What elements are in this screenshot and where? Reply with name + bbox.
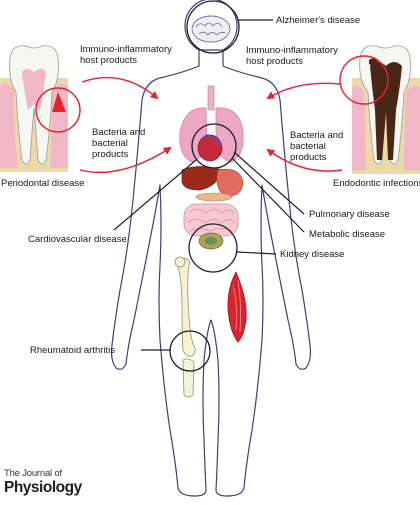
- liver: [181, 166, 223, 191]
- stomach: [216, 168, 244, 197]
- journal-logo-line2: Physiology: [4, 478, 82, 496]
- red-flow-arrows: [79, 76, 343, 174]
- brain-illustration: [191, 15, 231, 43]
- label-rheumatoid-arthritis: Rheumatoid arthritis: [30, 345, 116, 356]
- journal-logo-line1: The Journal of: [4, 468, 62, 479]
- journal-logo: The Journal of Physiology: [4, 469, 82, 495]
- periodontal-callout-circle: [35, 87, 81, 133]
- label-immuno-inflammatory-left: Immuno-inflammatory host products: [80, 44, 172, 66]
- pancreas: [195, 192, 233, 202]
- line-kidney: [236, 251, 277, 255]
- muscle-illustration: [227, 271, 247, 343]
- line-pulmonary: [233, 151, 305, 215]
- arrow-immuno-right: [266, 82, 341, 100]
- trachea: [207, 85, 215, 111]
- label-immuno-inflammatory-right: Immuno-inflammatory host products: [246, 45, 338, 67]
- femur-bone: [174, 256, 196, 398]
- label-periodontal-disease: Periodontal disease: [1, 178, 85, 189]
- callout-lines: [113, 19, 305, 351]
- arrow-bacteria-right: [266, 148, 343, 172]
- arrow-bacteria-left: [79, 146, 172, 174]
- label-bacteria-left: Bacteria and bacterial products: [92, 127, 146, 160]
- label-endodontic-infections: Endodontic infections: [333, 178, 420, 189]
- internal-organs: [179, 85, 244, 250]
- label-kidney-disease: Kidney disease: [280, 249, 345, 260]
- periodontal-tooth-illustration: [0, 45, 68, 172]
- label-metabolic-disease: Metabolic disease: [309, 229, 386, 240]
- heart-callout-circle: [191, 123, 237, 169]
- endodontic-callout-circle: [339, 55, 389, 105]
- brain-callout-circle: [186, 0, 240, 54]
- arrow-immuno-left: [81, 76, 159, 100]
- label-cardiovascular-disease: Cardiovascular disease: [28, 234, 127, 245]
- label-pulmonary-disease: Pulmonary disease: [309, 209, 390, 220]
- label-bacteria-right: Bacteria and bacterial products: [290, 130, 344, 163]
- label-alzheimers: Alzheimer's disease: [276, 15, 361, 26]
- knee-callout-circle: [169, 330, 211, 372]
- line-cardiovascular: [113, 159, 197, 231]
- kidney-callout-circle: [188, 223, 238, 273]
- endodontic-tooth-illustration: [352, 45, 420, 174]
- intestines: [183, 203, 239, 237]
- line-metabolic: [231, 157, 305, 233]
- heart: [197, 134, 223, 162]
